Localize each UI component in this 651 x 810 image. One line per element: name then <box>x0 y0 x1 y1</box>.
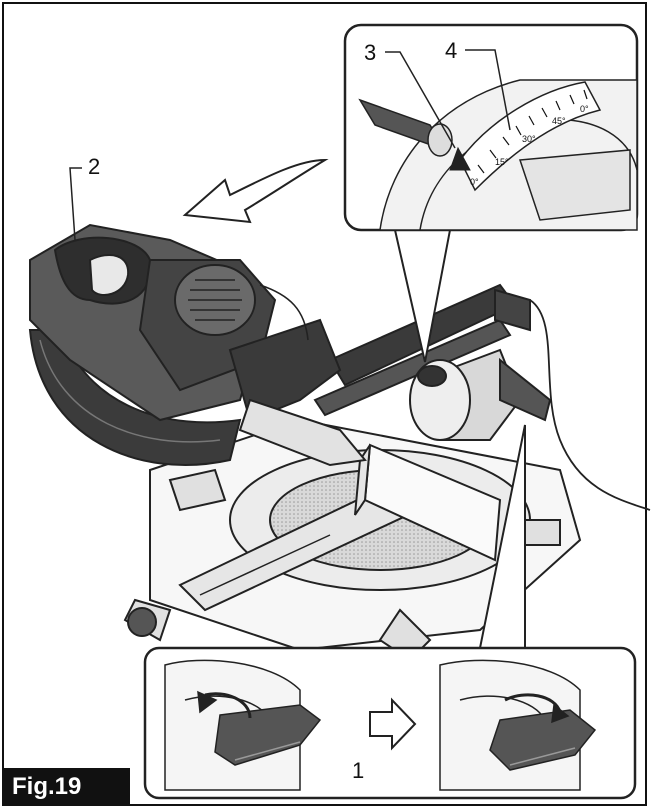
lever-pointer <box>479 424 526 649</box>
lever-detail-left <box>164 659 322 791</box>
scale-label-15: 15° <box>495 157 509 167</box>
scale-label-0-right: 0° <box>580 104 589 114</box>
scale-label-30: 30° <box>522 134 536 144</box>
saw-fence <box>354 443 502 562</box>
rotation-arrow <box>182 158 329 224</box>
lever-detail <box>143 646 637 800</box>
bevel-scale-detail: 0° 15° 30° 45° 0° <box>343 23 639 232</box>
callout-3: 3 <box>364 40 377 65</box>
lever-detail-right <box>439 659 597 791</box>
scale-label-0-left: 0° <box>470 177 479 187</box>
saw-head <box>28 223 367 467</box>
callout-2: 2 <box>88 154 101 179</box>
detail-pointer <box>394 229 451 363</box>
scale-label-45: 45° <box>552 116 566 126</box>
callout-2-leader <box>69 167 82 241</box>
callout-1: 1 <box>352 758 365 783</box>
direction-arrow <box>369 697 417 751</box>
figure-label: Fig.19 <box>2 768 130 806</box>
callout-4: 4 <box>445 38 458 63</box>
rear-housing <box>409 288 651 511</box>
